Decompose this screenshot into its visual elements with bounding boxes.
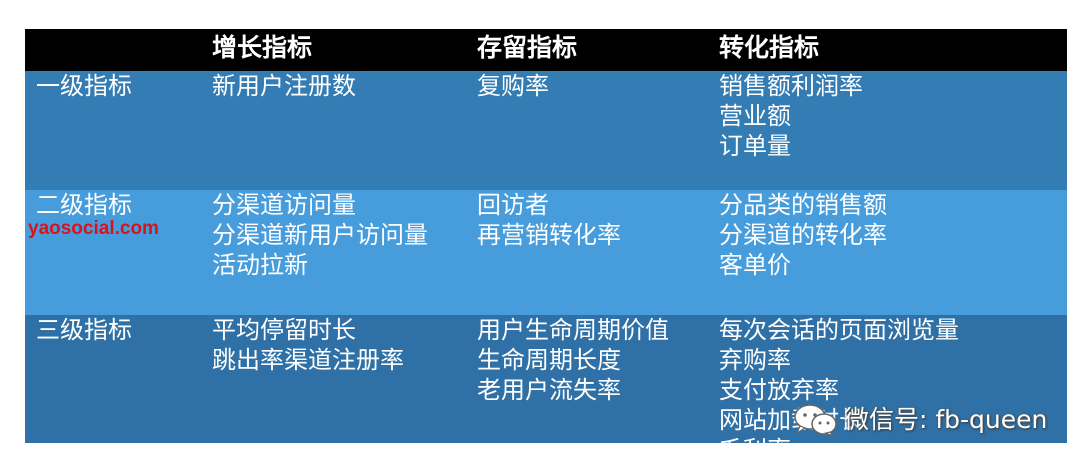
cell-line: 弃购率 xyxy=(719,346,791,374)
cell-line: 网站加载时长 xyxy=(719,406,863,434)
row-level-label: 二级指标 xyxy=(36,190,132,220)
cell-line: 三级指标 xyxy=(36,316,132,344)
table-header-row: 增长指标 存留指标 转化指标 xyxy=(25,29,1067,71)
cell-line: 支付放弃率 xyxy=(719,376,839,404)
retention-cell: 回访者 再营销转化率 xyxy=(477,190,621,250)
cell-line: 生命周期长度 xyxy=(477,346,621,374)
cell-line: 活动拉新 xyxy=(212,251,308,279)
retention-cell: 复购率 xyxy=(477,71,549,101)
metrics-table: 增长指标 存留指标 转化指标 一级指标 新用户注册数 复购率 销售额利润率 营业… xyxy=(25,29,1067,464)
table-row: 二级指标 分渠道访问量 分渠道新用户访问量 活动拉新 回访者 再营销转化率 分品… xyxy=(25,190,1067,315)
cell-line: 二级指标 xyxy=(36,191,132,219)
row-level-label: 三级指标 xyxy=(36,315,132,345)
cell-line: 客单价 xyxy=(719,251,791,279)
growth-cell: 平均停留时长 跳出率渠道注册率 xyxy=(212,315,404,375)
conversion-cell: 销售额利润率 营业额 订单量 xyxy=(719,71,863,161)
row-level-label: 一级指标 xyxy=(36,71,132,101)
header-cell-retention: 存留指标 xyxy=(477,33,578,62)
cell-line: 毛利率 xyxy=(719,436,791,464)
cell-line: 用户生命周期价值 xyxy=(477,316,669,344)
cell-line: 再营销转化率 xyxy=(477,221,621,249)
cell-line: 每次会话的页面浏览量 xyxy=(719,316,959,344)
conversion-cell: 每次会话的页面浏览量 弃购率 支付放弃率 网站加载时长 毛利率 xyxy=(719,315,959,465)
cell-line: 分渠道的转化率 xyxy=(719,221,887,249)
wechat-id-text: 微信号: fb-queen xyxy=(844,405,1048,434)
growth-cell: 新用户注册数 xyxy=(212,71,356,101)
cell-line: 老用户流失率 xyxy=(477,376,621,404)
cell-line: 跳出率渠道注册率 xyxy=(212,346,404,374)
cell-line: 回访者 xyxy=(477,191,549,219)
cell-line: 一级指标 xyxy=(36,72,132,100)
table-row: 一级指标 新用户注册数 复购率 销售额利润率 营业额 订单量 xyxy=(25,71,1067,190)
retention-cell: 用户生命周期价值 生命周期长度 老用户流失率 xyxy=(477,315,669,405)
cell-line: 营业额 xyxy=(719,102,791,130)
growth-cell: 分渠道访问量 分渠道新用户访问量 活动拉新 xyxy=(212,190,428,280)
cell-line: 复购率 xyxy=(477,72,549,100)
wechat-watermark: 微信号: fb-queen xyxy=(792,400,1047,440)
cell-line: 分品类的销售额 xyxy=(719,191,887,219)
header-cell-growth: 增长指标 xyxy=(212,33,313,62)
header-cell-conversion: 转化指标 xyxy=(719,33,820,62)
cell-line: 平均停留时长 xyxy=(212,316,356,344)
cell-line: 分渠道访问量 xyxy=(212,191,356,219)
table-row: 三级指标 平均停留时长 跳出率渠道注册率 用户生命周期价值 生命周期长度 老用户… xyxy=(25,315,1067,464)
cell-line: 订单量 xyxy=(719,132,791,160)
cell-line: 新用户注册数 xyxy=(212,72,356,100)
cell-line: 销售额利润率 xyxy=(719,72,863,100)
domain-watermark: yaosocial.com xyxy=(28,218,159,239)
wechat-icon xyxy=(794,404,837,437)
conversion-cell: 分品类的销售额 分渠道的转化率 客单价 xyxy=(719,190,887,280)
cell-line: 分渠道新用户访问量 xyxy=(212,221,428,249)
